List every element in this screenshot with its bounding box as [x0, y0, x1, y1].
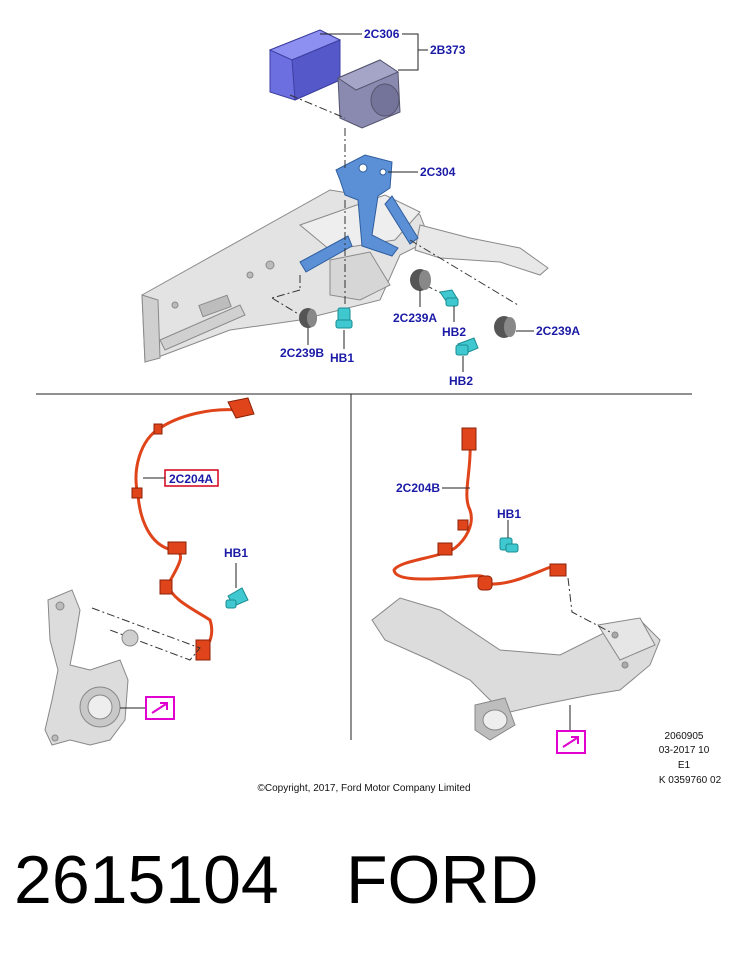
- stamp-line-2: 03-2017 10: [659, 745, 710, 756]
- callout-hb1-left: HB1: [224, 546, 248, 560]
- abs-mounting-bracket: [299, 154, 419, 273]
- bolt-hb2-lower: [455, 337, 479, 356]
- callout-hb1-right: HB1: [497, 507, 521, 521]
- rear-sensor-harness: [392, 439, 564, 586]
- rear-sensor-panel: 2C204B HB1: [371, 427, 661, 754]
- front-sensor-harness: [134, 408, 239, 651]
- stamp-line-4: K 0359760 02: [659, 775, 722, 786]
- top-alignment-lines: [271, 94, 519, 316]
- reference-icon-rear: [556, 730, 586, 754]
- stamp-line-1: 2060905: [665, 731, 704, 742]
- drawing-stamp: 2060905 03-2017 10 E1 K 0359760 02: [659, 731, 722, 786]
- top-assembly: 2C306 2B373 2C304 2C239A HB2 2C239A HB2 …: [141, 27, 580, 388]
- isolator-2c239b: [299, 308, 317, 328]
- reference-icon-front: [145, 696, 175, 720]
- part-number: 2615104: [14, 842, 279, 918]
- top-leader-lines: [307, 33, 534, 372]
- callout-2b373: 2B373: [430, 43, 466, 57]
- callout-hb2-upper: HB2: [442, 325, 466, 339]
- callout-hb2-lower: HB2: [449, 374, 473, 388]
- callout-2c204b: 2C204B: [396, 481, 440, 495]
- steering-knuckle: [44, 589, 139, 746]
- isolator-2c239a-upper: [410, 269, 431, 291]
- rear-alignment-line: [567, 577, 611, 633]
- callout-2c204a: 2C204A: [169, 472, 213, 486]
- callout-2c239b: 2C239B: [280, 346, 324, 360]
- isolator-2c239a-lower: [494, 316, 516, 338]
- abs-control-module: [268, 29, 342, 101]
- rear-sensor-connector: [437, 427, 567, 591]
- copyright-notice: ©Copyright, 2017, Ford Motor Company Lim…: [257, 783, 470, 794]
- bolt-hb1-left: [225, 587, 249, 609]
- bolt-hb1-right: [499, 537, 519, 553]
- bolt-hb1-top: [335, 307, 353, 329]
- callout-2c306: 2C306: [364, 27, 400, 41]
- callout-2c239a-upper: 2C239A: [393, 311, 437, 325]
- stamp-line-3: E1: [678, 760, 691, 771]
- front-sensor-connector: [131, 397, 255, 661]
- brand-name: FORD: [346, 842, 539, 918]
- callout-2c239a-lower: 2C239A: [536, 324, 580, 338]
- front-alignment-line: [91, 607, 201, 661]
- callout-2c304: 2C304: [420, 165, 456, 179]
- front-sensor-panel: 2C204A HB1: [44, 397, 255, 746]
- bolt-hb2-upper: [439, 289, 459, 307]
- callout-hb1-top: HB1: [330, 351, 354, 365]
- abs-hydraulic-unit: [336, 59, 401, 129]
- rear-trailing-arm: [371, 597, 661, 741]
